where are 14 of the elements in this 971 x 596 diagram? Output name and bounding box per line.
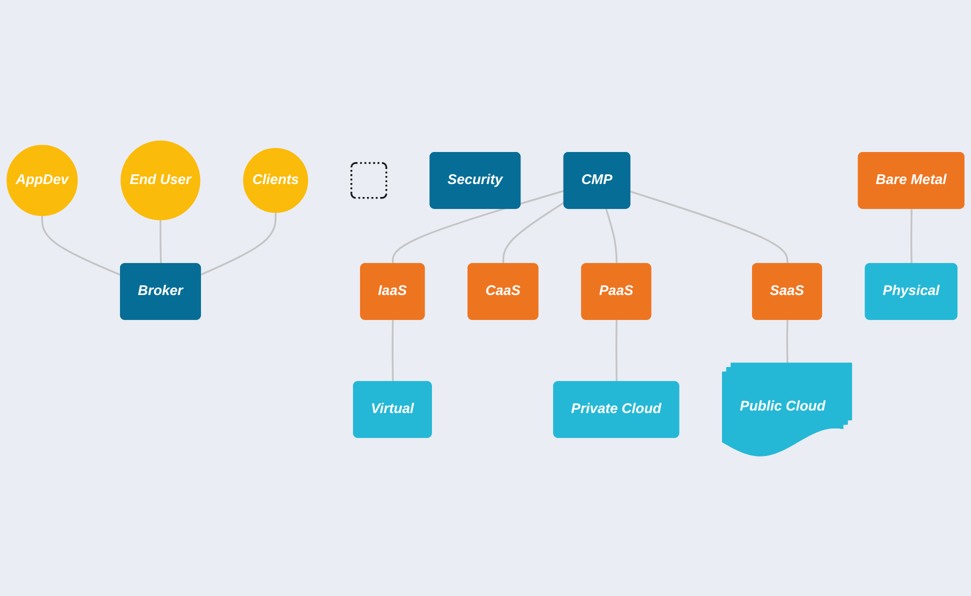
connector [502, 201, 565, 264]
connector [630, 190, 788, 264]
connector [615, 320, 618, 382]
connector [392, 190, 565, 264]
node-circle: AppDev [6, 144, 78, 216]
connector [200, 212, 276, 276]
node-circle: End User [120, 140, 200, 220]
connector [41, 215, 122, 276]
connector [786, 320, 788, 364]
connector [392, 320, 394, 382]
connector [910, 208, 912, 264]
connector [160, 219, 162, 264]
connector [605, 208, 618, 264]
node-circle: Clients [243, 148, 308, 212]
